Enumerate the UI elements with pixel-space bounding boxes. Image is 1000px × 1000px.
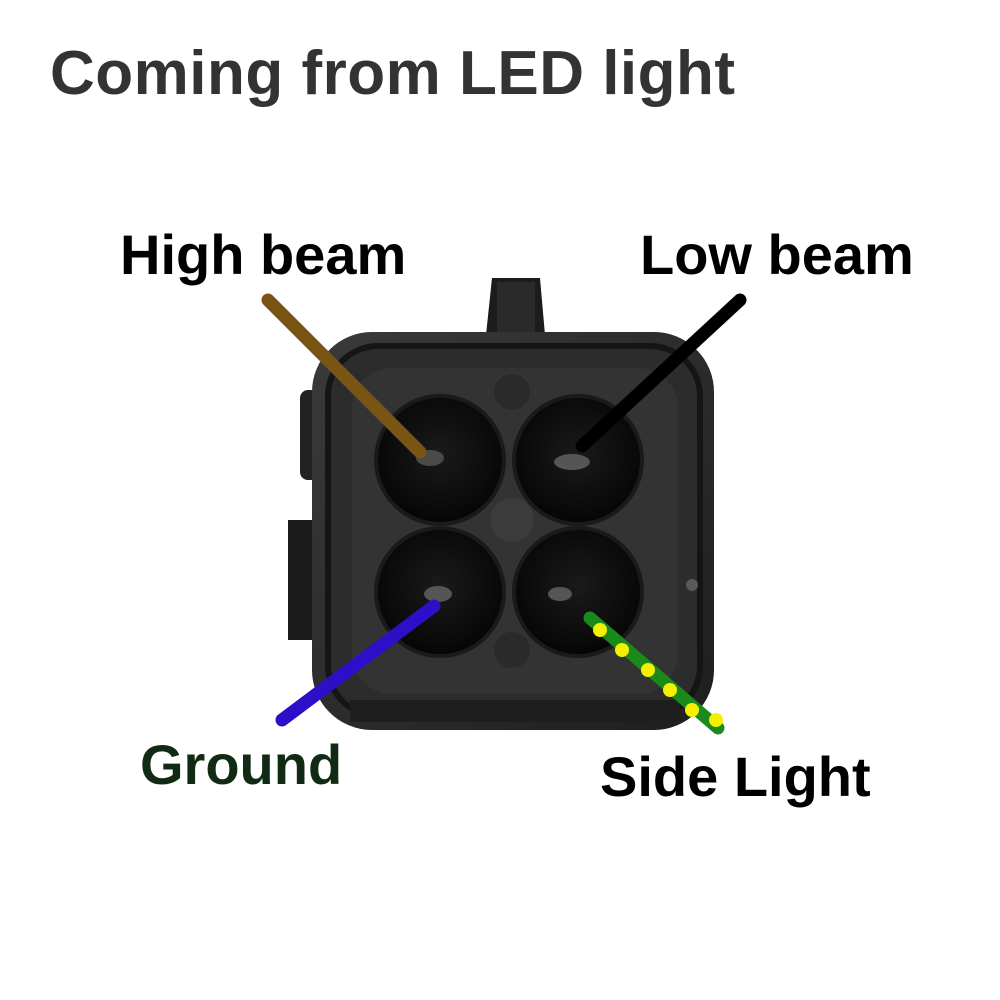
ground-wire — [275, 599, 441, 727]
high-beam-wire — [261, 293, 427, 459]
diagram-title: Coming from LED light — [50, 39, 736, 108]
terminal-side-light — [512, 526, 644, 658]
low-beam-wire — [575, 293, 747, 453]
terminal-high-beam — [374, 394, 506, 526]
ground-label: Ground — [140, 733, 343, 796]
side-light-label: Side Light — [600, 745, 871, 808]
low-beam-label: Low beam — [640, 223, 914, 286]
high-beam-label: High beam — [120, 223, 407, 286]
side-light-wire — [583, 611, 725, 735]
connector-latch — [486, 278, 545, 335]
